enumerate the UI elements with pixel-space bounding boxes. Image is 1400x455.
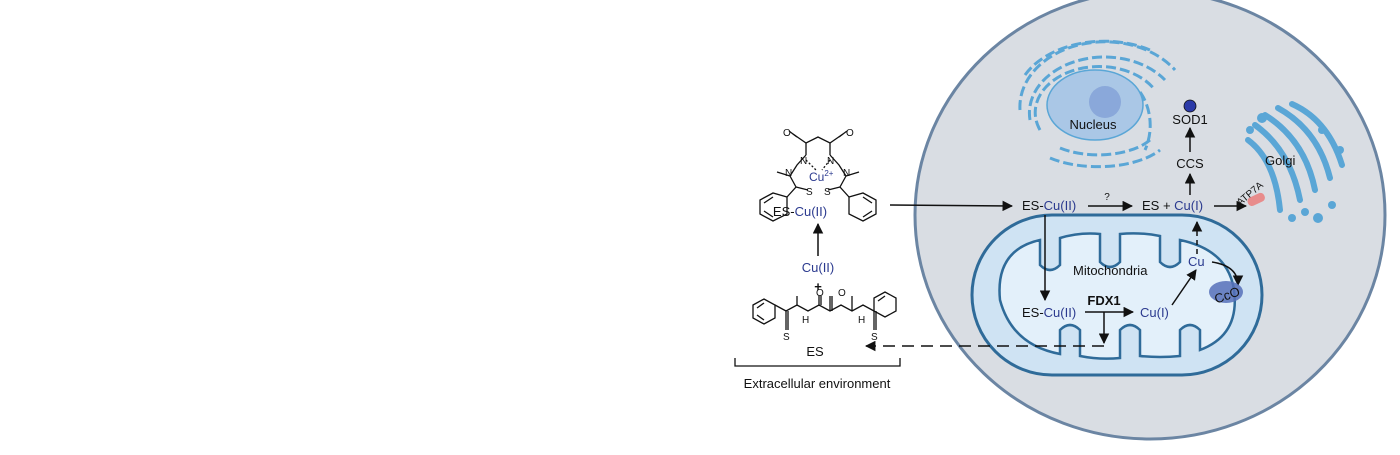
cco-complex [1209, 281, 1243, 303]
mito-es-cu2-label: ES-Cu(II) [1022, 305, 1076, 320]
s-atom-right: S [824, 187, 831, 198]
ligand-h-right: H [858, 315, 865, 326]
nucleus-organelle: Nucleus [1018, 39, 1177, 169]
fdx1-label: FDX1 [1087, 293, 1120, 308]
cu-to-cco-arrow [1211, 261, 1244, 287]
n-atom-4: N [843, 168, 850, 179]
golgi-label: Golgi [1265, 153, 1295, 168]
n-atom-2: N [827, 156, 834, 167]
es-ligand-label: ES [806, 344, 824, 359]
question-mark: ? [1104, 192, 1110, 203]
es-ligand-structure [752, 291, 897, 330]
extracellular-bracket [734, 358, 901, 367]
sod1-label: SOD1 [1172, 112, 1207, 127]
cu2-center-atom: Cu2+ [809, 169, 834, 184]
ligand-s-right: S [871, 332, 878, 343]
s-atom-left: S [806, 187, 813, 198]
es-cu2-structure [759, 130, 877, 222]
uptake-arrow [889, 200, 1014, 212]
mito-cu1-to-cu-arrow [1171, 269, 1197, 306]
o-atom-left: O [783, 128, 791, 139]
ligand-s-left: S [783, 332, 790, 343]
n-atom-3: N [785, 168, 792, 179]
n-atom-1: N [800, 156, 807, 167]
es-plus-cu1-label: ES + Cu(I) [1142, 198, 1203, 213]
sod1-dot [1183, 99, 1197, 113]
ccs-label: CCS [1176, 156, 1204, 171]
golgi-vesicles [1246, 113, 1344, 223]
ligand-o-left: O [816, 288, 824, 299]
cu2-label: Cu(II) [802, 260, 835, 275]
extracellular-label: Extracellular environment [744, 376, 891, 391]
o-atom-right: O [846, 128, 854, 139]
mitochondria-label: Mitochondria [1073, 263, 1148, 278]
nucleus-label: Nucleus [1070, 117, 1117, 132]
plus-sign: + [814, 279, 822, 294]
mito-cu1-label: Cu(I) [1140, 305, 1169, 320]
ligand-o-right: O [838, 288, 846, 299]
es-cu2-complex-label: ES-Cu(II) [773, 204, 827, 219]
ligand-h-left: H [802, 315, 809, 326]
atp7a-transporter [1247, 192, 1265, 207]
cytosol-es-cu2-label: ES-Cu(II) [1022, 198, 1076, 213]
mito-cu-label: Cu [1188, 254, 1205, 269]
